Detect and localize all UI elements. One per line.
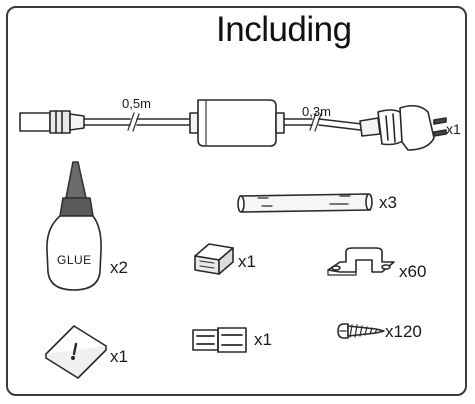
page-title: Including — [216, 10, 352, 49]
bracket-quantity-label: x60 — [399, 262, 427, 281]
end-cap-icon — [194, 243, 234, 275]
mounting-bracket-icon — [327, 247, 395, 276]
end-cap-quantity-label: x1 — [238, 252, 256, 271]
manual-quantity-label: x1 — [110, 347, 128, 366]
power-plug-icon — [359, 104, 447, 151]
power-cable-with-controller — [19, 99, 447, 151]
glue-quantity-label: x2 — [110, 258, 128, 277]
aluminium-profile-icon — [237, 193, 373, 213]
strip-connector-icon — [192, 327, 247, 353]
connector-quantity-label: x1 — [254, 330, 272, 349]
screw-icon — [337, 323, 385, 339]
cable-length-right-label: 0,3m — [302, 104, 331, 119]
glue-bottle-icon — [46, 161, 102, 291]
controller-box-icon — [189, 99, 285, 147]
profile-quantity-label: x3 — [379, 193, 397, 212]
instruction-manual-icon — [45, 325, 107, 379]
screw-quantity-label: x120 — [385, 322, 422, 341]
cable-length-left-label: 0,5m — [122, 96, 151, 111]
glue-bottle-label: GLUE — [57, 253, 92, 267]
cable-quantity-label: x1 — [446, 121, 461, 137]
led-strip-connector-icon — [19, 110, 85, 134]
